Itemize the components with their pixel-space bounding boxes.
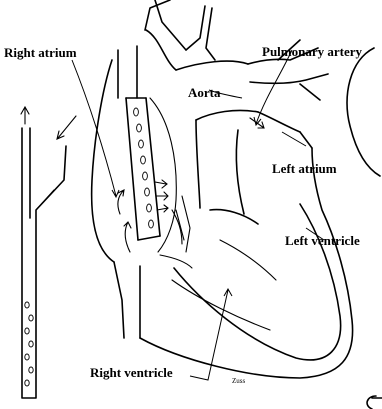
up-arrow-icon	[21, 107, 29, 124]
flow-arrows	[118, 118, 264, 252]
circle-fragment	[347, 48, 380, 176]
cannula-side-holes	[25, 302, 33, 386]
flow-arrow-icon	[124, 222, 131, 252]
flow-arrow-icon	[156, 192, 168, 200]
label-left-atrium: Left atrium	[272, 161, 337, 176]
label-pulmonary-artery: Pulmonary artery	[262, 44, 363, 59]
flow-arrow-icon	[250, 118, 264, 128]
corner-mark	[367, 396, 382, 409]
label-aorta: Aorta	[188, 85, 221, 100]
label-right-atrium: Right atrium	[4, 45, 77, 60]
inflow-arrow-icon	[57, 116, 76, 139]
flow-arrow-icon	[118, 190, 124, 214]
atrial-cannula-holes	[134, 108, 154, 228]
flow-arrow-icon	[157, 205, 168, 212]
label-left-ventricle: Left ventricle	[285, 233, 360, 248]
venous-cannula	[21, 107, 76, 398]
label-right-ventricle: Right ventricle	[90, 365, 173, 380]
artist-signature: Zuss	[232, 377, 246, 385]
flow-arrow-icon	[155, 180, 167, 188]
atrial-cannula-segment	[126, 98, 160, 240]
